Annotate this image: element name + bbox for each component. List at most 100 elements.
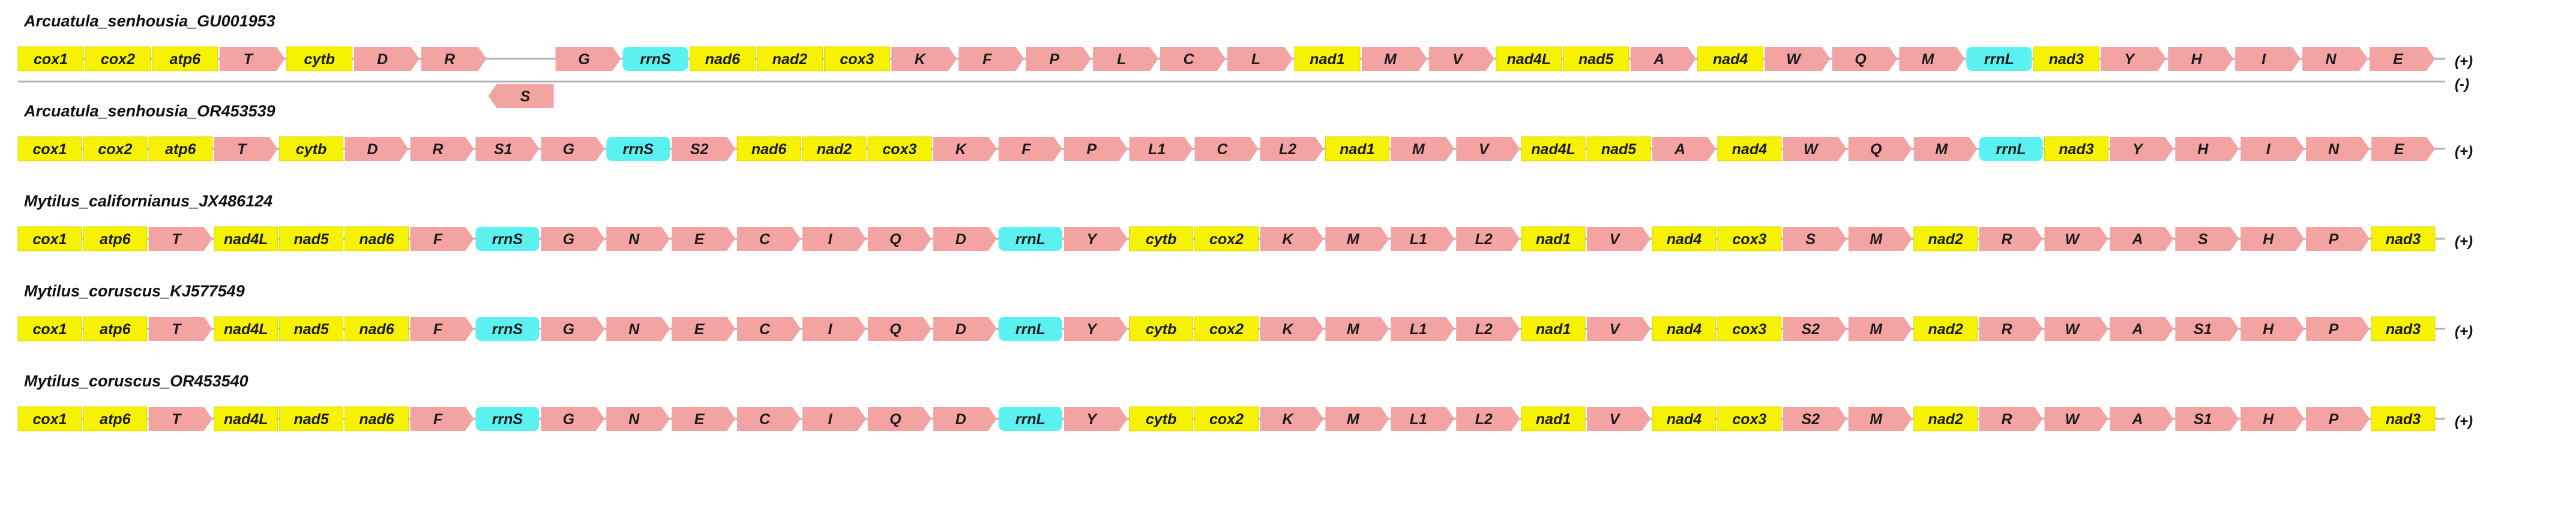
gene-W: W: [2044, 227, 2108, 251]
trna-arrow: [541, 317, 605, 341]
gene-I: I: [802, 227, 866, 251]
trna-arrow: [1260, 137, 1324, 161]
gene-I: I: [2235, 47, 2301, 71]
trna-arrow: [1587, 317, 1651, 341]
gene-label: L1: [1410, 321, 1427, 338]
protein-coding-box: [17, 46, 84, 71]
gene-V: V: [1587, 317, 1651, 341]
protein-coding-box: [152, 46, 218, 71]
trna-arrow: [1783, 227, 1847, 251]
gene-S1: S1: [475, 137, 540, 161]
gene-L1: L1: [1391, 227, 1455, 251]
trna-arrow: [1979, 317, 2043, 341]
gene-label: nad4: [1713, 51, 1748, 68]
gene-nad5: nad5: [1563, 46, 1630, 71]
gene-label: Y: [1086, 231, 1098, 248]
rrna-box: [1979, 137, 2043, 161]
trna-arrow: [1913, 137, 1978, 161]
gene-nad3: nad3: [2044, 136, 2108, 161]
gene-G: G: [541, 227, 605, 251]
gene-cox3: cox3: [1717, 406, 1782, 431]
trna-arrow: [1391, 227, 1455, 251]
trna-arrow: [219, 47, 285, 71]
trna-arrow: [410, 407, 474, 431]
trna-arrow: [2306, 317, 2370, 341]
gene-M: M: [1391, 137, 1455, 161]
gene-label: atp6: [100, 231, 131, 248]
trna-arrow: [867, 227, 931, 251]
trna-arrow: [933, 407, 997, 431]
gene-label: F: [433, 231, 443, 248]
gene-label: D: [377, 51, 388, 68]
gene-cox1: cox1: [17, 46, 84, 71]
trna-arrow: [672, 137, 736, 161]
gene-nad5: nad5: [279, 226, 344, 251]
gene-label: nad2: [1928, 321, 1963, 338]
trna-arrow: [958, 47, 1025, 71]
gene-cox1: cox1: [17, 406, 82, 431]
trna-arrow: [1064, 137, 1128, 161]
gene-cox2: cox2: [1194, 406, 1259, 431]
gene-P: P: [1064, 137, 1128, 161]
protein-coding-box: [1129, 316, 1194, 341]
gene-label: A: [2131, 231, 2143, 248]
trna-arrow: [1064, 317, 1128, 341]
protein-coding-box: [1717, 316, 1782, 341]
gene-label: nad4L: [1506, 51, 1551, 68]
gene-label: S: [520, 88, 531, 105]
protein-coding-box: [214, 316, 278, 341]
gene-label: R: [444, 51, 455, 68]
gene-C: C: [1194, 137, 1259, 161]
trna-arrow: [933, 137, 997, 161]
gene-label: V: [1610, 321, 1621, 338]
trna-arrow: [1391, 407, 1455, 431]
gene-nad1: nad1: [1521, 406, 1586, 431]
gene-label: E: [694, 411, 705, 428]
trna-arrow: [867, 317, 931, 341]
gene-label: W: [2065, 231, 2081, 248]
gene-G: G: [541, 317, 605, 341]
gene-label: L1: [1410, 411, 1427, 428]
protein-coding-box: [802, 136, 867, 161]
protein-coding-box: [1194, 406, 1259, 431]
gene-label: K: [1282, 231, 1294, 248]
protein-coding-box: [85, 46, 151, 71]
gene-nad4: nad4: [1717, 136, 1782, 161]
gene-label: G: [578, 51, 589, 68]
protein-coding-box: [1325, 136, 1389, 161]
gene-nad4: nad4: [1652, 316, 1717, 341]
gene-nad2: nad2: [1913, 316, 1978, 341]
gene-A: A: [1630, 47, 1696, 71]
gene-label: nad6: [705, 51, 741, 68]
gene-label: W: [2065, 321, 2081, 338]
gene-A: A: [2110, 317, 2174, 341]
gene-P: P: [2306, 227, 2370, 251]
gene-label: cytb: [1146, 321, 1176, 338]
trna-arrow: [1456, 317, 1520, 341]
trna-arrow: [802, 317, 866, 341]
trna-arrow: [1783, 407, 1847, 431]
protein-coding-box: [1913, 316, 1978, 341]
gene-label: L: [1251, 51, 1260, 68]
gene-label: S2: [1801, 321, 1820, 338]
gene-G: G: [555, 47, 621, 71]
gene-L1: L1: [1391, 407, 1455, 431]
gene-label: C: [759, 411, 771, 428]
protein-coding-box: [1521, 136, 1586, 161]
trna-arrow: [998, 137, 1062, 161]
trna-arrow: [933, 317, 997, 341]
gene-label: nad4: [1732, 141, 1767, 158]
gene-I: I: [2240, 137, 2305, 161]
gene-L2: L2: [1456, 407, 1520, 431]
gene-M: M: [1325, 227, 1389, 251]
trna-arrow: [1848, 227, 1912, 251]
protein-coding-box: [2371, 316, 2436, 341]
trna-arrow: [1979, 227, 2043, 251]
protein-coding-box: [1129, 406, 1194, 431]
gene-N: N: [606, 227, 670, 251]
gene-K: K: [891, 47, 957, 71]
gene-label: nad6: [751, 141, 787, 158]
gene-label: P: [1049, 51, 1059, 68]
trna-arrow: [891, 47, 957, 71]
gene-V: V: [1587, 227, 1651, 251]
